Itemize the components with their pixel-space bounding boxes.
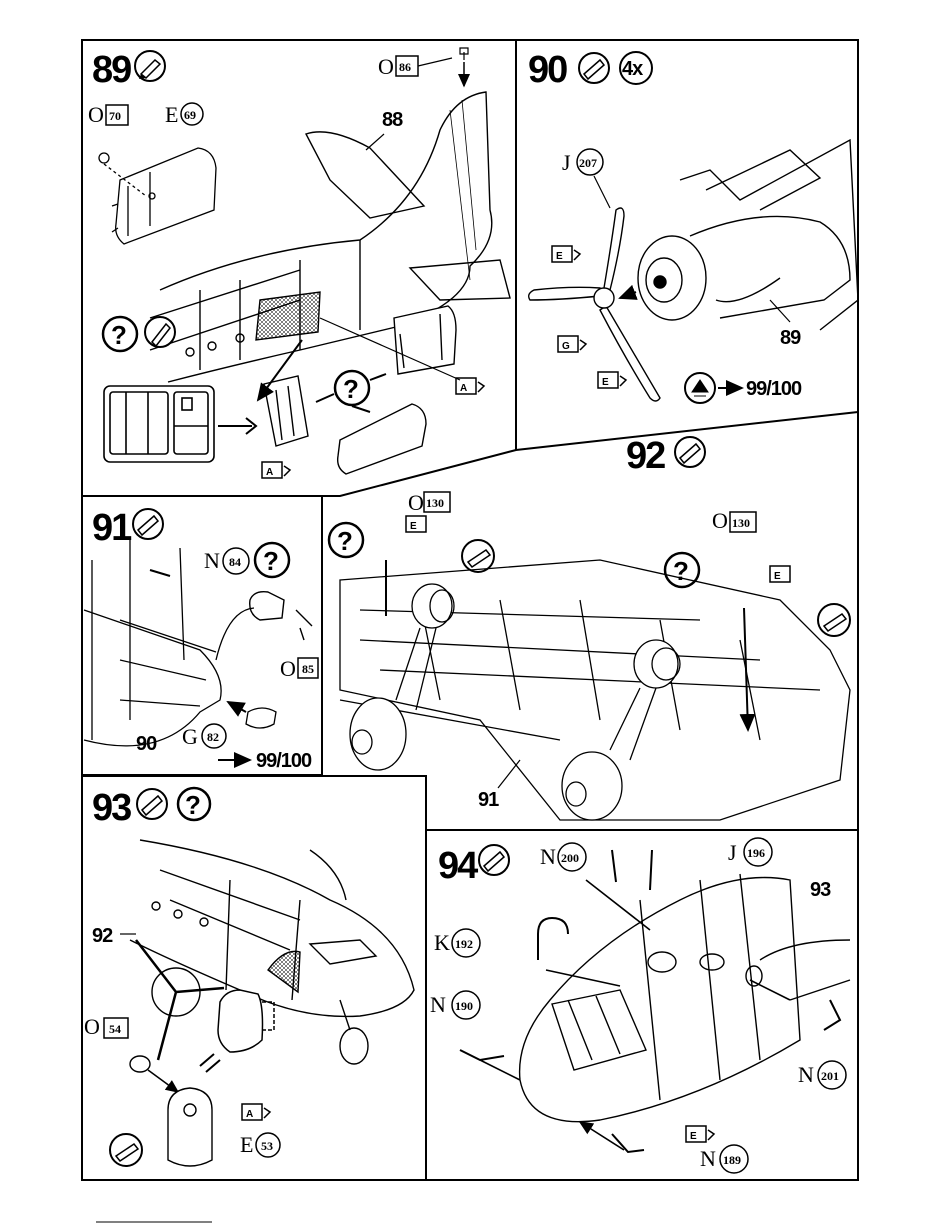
goto-steps: 99/100 (746, 378, 802, 400)
part-reference: 92 (92, 925, 113, 947)
step-number: 91 (92, 507, 132, 549)
part-letter: E (240, 1132, 253, 1157)
part-letter: N (540, 844, 556, 869)
glue-icon (137, 789, 167, 819)
part-number: 84 (229, 555, 241, 569)
glue-icon (579, 53, 609, 83)
part-number: 70 (109, 109, 121, 123)
part-letter: E (165, 102, 178, 127)
part-number: 200 (561, 851, 579, 865)
part-reference: 90 (136, 733, 157, 755)
part-number: 201 (821, 1069, 839, 1083)
part-number: 130 (426, 496, 444, 510)
svg-text:?: ? (111, 320, 127, 350)
part-number: 130 (732, 516, 750, 530)
window-part-drawing (130, 1054, 220, 1166)
part-letter: N (430, 992, 446, 1017)
marker-G: G (562, 341, 570, 352)
part-number: 196 (747, 846, 765, 860)
repeat-count: 4x (622, 58, 643, 80)
part-letter: K (434, 930, 450, 955)
door-part-drawing (99, 148, 216, 244)
step-number: 93 (92, 787, 131, 829)
svg-text:?: ? (343, 374, 359, 404)
step-number: 92 (626, 435, 665, 477)
fairing-part-drawing (250, 592, 312, 640)
marker-E: E (556, 251, 563, 262)
marker-E: E (410, 521, 417, 532)
figure-icon (685, 373, 715, 403)
window-frame-drawing (104, 386, 214, 462)
question-icon: ? (316, 371, 386, 412)
part-letter: O (408, 490, 424, 515)
part-letter: O (280, 656, 296, 681)
part-number: 54 (109, 1022, 121, 1036)
part-letter: O (88, 102, 104, 127)
part-letter: N (798, 1062, 814, 1087)
part-number: 86 (399, 60, 411, 74)
marker-A: A (266, 467, 273, 478)
part-reference: 93 (810, 879, 831, 901)
marker-E: E (774, 571, 781, 582)
part-number: 207 (579, 156, 597, 170)
part-number: 85 (302, 662, 314, 676)
part-reference: 88 (382, 109, 403, 131)
marker-A: A (460, 383, 467, 394)
part-number: 192 (455, 937, 473, 951)
question-icon: ? (329, 523, 363, 557)
glue-tube-icon (462, 540, 494, 572)
step-number: 89 (92, 49, 131, 91)
part-number: 82 (207, 730, 219, 744)
glue-icon (133, 509, 163, 539)
step-number: 94 (438, 845, 478, 887)
svg-text:?: ? (263, 546, 279, 576)
svg-text:?: ? (185, 790, 201, 820)
step-number: 90 (528, 49, 567, 91)
part-letter: N (700, 1146, 716, 1171)
glue-icon (479, 845, 509, 875)
marker-A: A (246, 1109, 253, 1120)
part-letter: J (562, 150, 571, 175)
step-90: 90 4x J 207 E G E (528, 49, 858, 403)
cockpit-nose-drawing (460, 850, 850, 1152)
propeller-drawing (529, 208, 660, 401)
svg-text:?: ? (337, 526, 353, 556)
part-number: 53 (261, 1139, 273, 1153)
glue-tube-icon (818, 604, 850, 636)
part-reference: 89 (780, 327, 801, 349)
part-letter: O (712, 508, 728, 533)
question-icon: ? (103, 317, 137, 351)
glue-icon (135, 51, 165, 81)
svg-text:?: ? (673, 556, 689, 586)
question-icon: ? (255, 543, 289, 577)
part-reference: 91 (478, 789, 499, 811)
step-92: 92 O 130 E O 130 E ? ? (329, 435, 850, 820)
engine-drawing (620, 140, 858, 330)
step-91: 91 N 84 ? O 85 90 G 82 (84, 507, 318, 772)
step-93: 93 ? 92 O 54 (84, 787, 414, 1166)
door-part-drawing (218, 990, 274, 1052)
step-94: 94 N 200 J 196 93 K 192 N 190 N 201 E N … (430, 838, 850, 1173)
glue-tube-icon (145, 317, 175, 347)
glue-icon (675, 437, 705, 467)
part-number: 69 (184, 108, 196, 122)
part-number: 190 (455, 999, 473, 1013)
door-panel-drawing (264, 376, 308, 446)
small-part-drawing (228, 702, 276, 728)
glue-tube-icon (110, 1134, 142, 1166)
part-letter: J (728, 840, 737, 865)
marker-E: E (602, 377, 609, 388)
marker-E: E (690, 1131, 697, 1142)
wing-gear-drawing (340, 560, 850, 820)
goto-steps: 99/100 (256, 750, 312, 772)
part-letter: G (182, 724, 198, 749)
part-letter: O (378, 54, 394, 79)
question-icon: ? (178, 788, 210, 820)
part-letter: O (84, 1014, 100, 1039)
part-number: 189 (723, 1153, 741, 1167)
step-89: 89 O 70 E 69 O 86 88 (88, 48, 510, 478)
part-letter: N (204, 548, 220, 573)
question-icon: ? (665, 553, 699, 587)
